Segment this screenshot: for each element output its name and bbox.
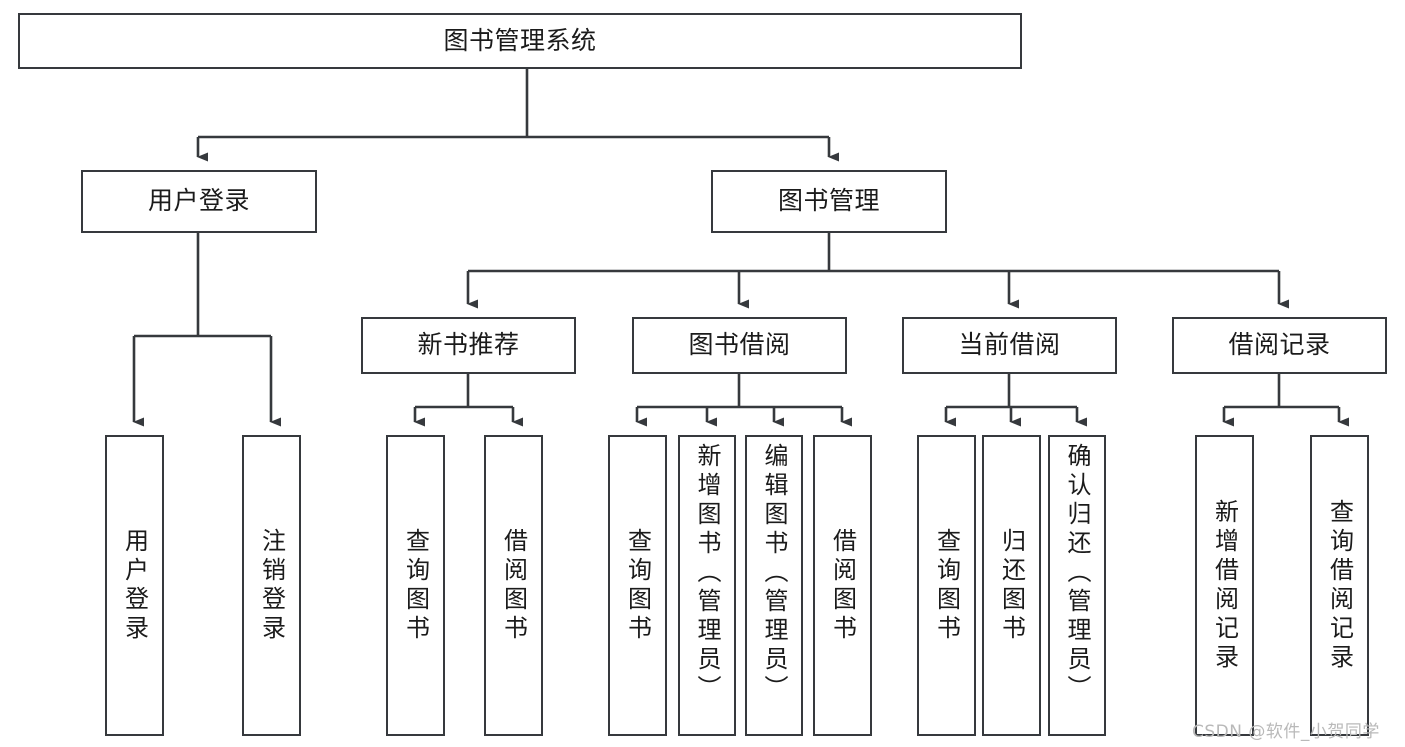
node-label: 编辑图书（管理员） — [760, 443, 788, 704]
node-label: 新增图书（管理员） — [693, 443, 721, 704]
node-root: 图书管理系统 — [18, 13, 1022, 69]
node-label: 查询图书 — [401, 527, 430, 644]
node-leaf11: 确认归还（管理员） — [1048, 435, 1106, 736]
node-leaf7: 编辑图书（管理员） — [745, 435, 803, 736]
node-label: 借阅记录 — [1228, 330, 1331, 360]
node-label: 新书推荐 — [417, 330, 520, 360]
node-label: 归还图书 — [997, 527, 1026, 644]
node-label: 查询图书 — [623, 527, 652, 644]
node-leaf9: 查询图书 — [917, 435, 976, 736]
node-label: 确认归还（管理员） — [1063, 443, 1091, 704]
node-login: 用户登录 — [81, 170, 317, 233]
node-leaf4: 借阅图书 — [484, 435, 543, 736]
node-current: 当前借阅 — [902, 317, 1117, 374]
node-leaf2: 注销登录 — [242, 435, 301, 736]
node-leaf6: 新增图书（管理员） — [678, 435, 736, 736]
node-label: 注销登录 — [257, 527, 286, 644]
node-label: 查询借阅记录 — [1325, 498, 1354, 673]
node-label: 查询图书 — [932, 527, 961, 644]
node-label: 用户登录 — [120, 527, 149, 644]
node-label: 图书管理系统 — [443, 25, 597, 55]
node-leaf8: 借阅图书 — [813, 435, 872, 736]
node-borrow: 图书借阅 — [632, 317, 847, 374]
csdn-watermark: CSDN @软件_小贺同学 — [1192, 722, 1380, 742]
node-label: 借阅图书 — [828, 527, 857, 644]
node-leaf1: 用户登录 — [105, 435, 164, 736]
node-newbook: 新书推荐 — [361, 317, 576, 374]
node-leaf13: 查询借阅记录 — [1310, 435, 1369, 736]
node-label: 新增借阅记录 — [1210, 498, 1239, 673]
node-label: 图书借阅 — [688, 330, 791, 360]
node-leaf3: 查询图书 — [386, 435, 445, 736]
node-leaf5: 查询图书 — [608, 435, 667, 736]
node-label: 用户登录 — [147, 186, 250, 216]
node-leaf12: 新增借阅记录 — [1195, 435, 1254, 736]
node-leaf10: 归还图书 — [982, 435, 1041, 736]
node-label: 当前借阅 — [958, 330, 1061, 360]
node-label: 借阅图书 — [499, 527, 528, 644]
node-records: 借阅记录 — [1172, 317, 1387, 374]
node-bookmgmt: 图书管理 — [711, 170, 947, 233]
node-label: 图书管理 — [777, 186, 880, 216]
